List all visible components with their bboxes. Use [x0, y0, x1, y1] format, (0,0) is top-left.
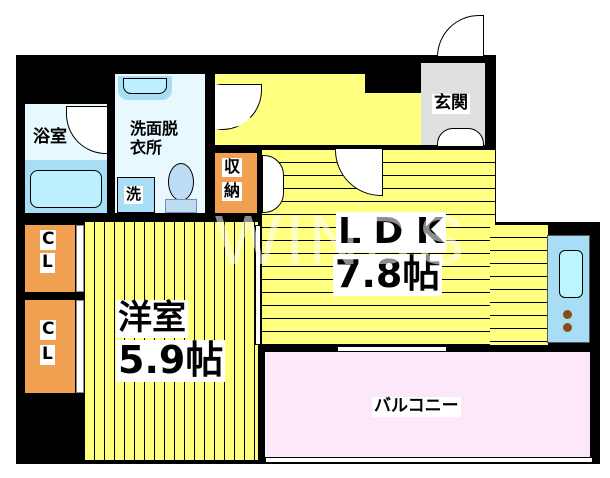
bathtub-icon — [30, 170, 102, 208]
storage-label-1: 収 — [222, 157, 243, 177]
balcony-railing — [265, 457, 593, 463]
balcony-window[interactable] — [337, 346, 447, 352]
sliding-door[interactable] — [255, 225, 261, 345]
storage-label-2: 納 — [222, 181, 243, 201]
western-room-size-label: 5.9帖 — [116, 338, 226, 382]
bathroom-label: 浴室 — [33, 127, 67, 147]
washer-label: 洗 — [124, 185, 144, 204]
ldk-size-label: 7.8帖 — [333, 252, 443, 296]
closet-1-label-1: C — [40, 229, 57, 250]
washroom-label-1: 洗面脱 — [130, 119, 179, 138]
ldk-extension — [490, 225, 548, 345]
kitchen-sink-icon — [559, 250, 583, 298]
stove-burner-icon — [563, 310, 572, 319]
closet-2-label-1: C — [40, 319, 57, 340]
entrance-door[interactable] — [437, 15, 484, 57]
shoe-cabinet-doors[interactable] — [437, 128, 484, 147]
sink-icon — [118, 76, 172, 100]
toilet-tank-icon — [165, 199, 197, 213]
washroom-label-2: 衣所 — [130, 138, 163, 157]
stove-burner-icon — [563, 323, 572, 332]
toilet-icon — [168, 163, 194, 201]
ldk-label: L D K — [336, 211, 446, 252]
wall-block — [365, 55, 425, 93]
closet-2-label-2: L — [40, 344, 55, 365]
closet-1-label-2: L — [40, 252, 55, 273]
entrance-label: 玄関 — [432, 93, 470, 114]
closet-1-door[interactable] — [76, 225, 84, 292]
watermark: WINDS — [215, 201, 469, 279]
closet-2-door[interactable] — [76, 300, 84, 393]
western-room-label: 洋室 — [116, 298, 188, 338]
balcony-label: バルコニー — [372, 396, 461, 417]
